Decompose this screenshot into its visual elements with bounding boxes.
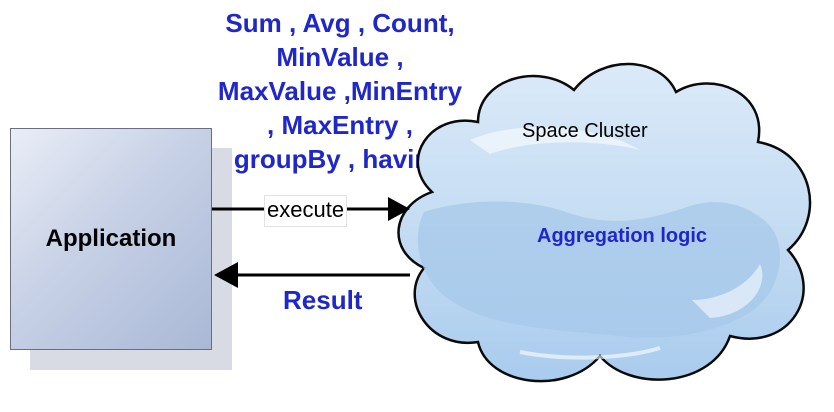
application-box: Application	[10, 128, 212, 350]
space-cluster-cloud	[397, 62, 812, 383]
application-label: Application	[45, 225, 177, 252]
space-cluster-label: Space Cluster	[522, 120, 648, 142]
operations-line-5: groupBy , having	[233, 144, 447, 174]
cloud-highlight-lower	[692, 264, 763, 318]
cloud-highlight	[470, 127, 640, 154]
result-label: Result	[283, 285, 363, 315]
execute-label: execute	[264, 195, 348, 227]
operations-list: Sum , Avg , Count, MinValue , MaxValue ,…	[200, 6, 480, 176]
result-arrowhead	[214, 262, 238, 288]
operations-line-1: Sum , Avg , Count,	[225, 8, 455, 38]
operations-line-3: MaxValue ,MinEntry	[217, 76, 463, 106]
cloud-inner-shade	[417, 201, 780, 338]
cloud-highlight-bottom	[519, 346, 661, 360]
execute-arrowhead	[388, 197, 410, 221]
aggregation-logic-label: Aggregation logic	[537, 225, 707, 247]
operations-line-4: , MaxEntry ,	[267, 110, 413, 140]
operations-line-2: MinValue ,	[276, 42, 404, 72]
